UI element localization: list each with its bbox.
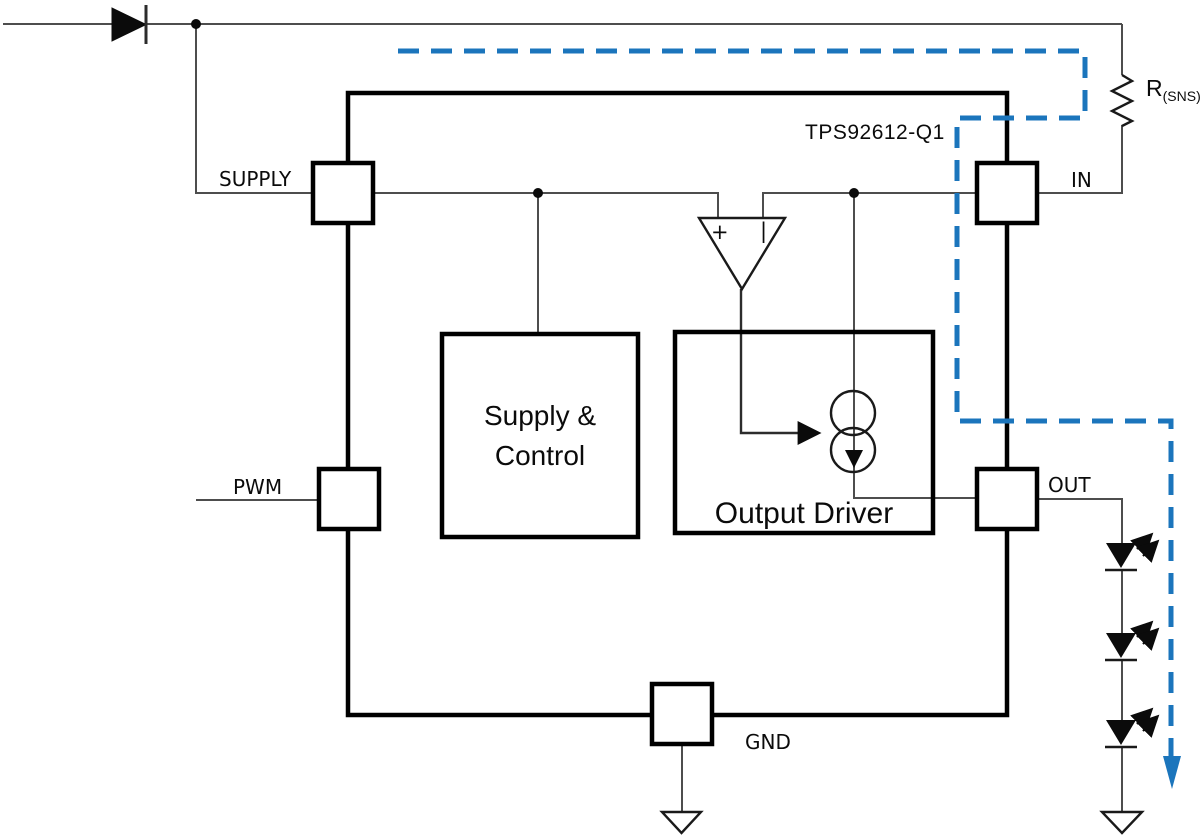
- sense-resistor-subscript: (SNS): [1162, 88, 1200, 104]
- pin-label-supply: SUPPLY: [219, 167, 292, 191]
- pin-label-gnd: GND: [745, 730, 791, 754]
- pin-box-group: [310, 160, 1040, 747]
- supply-control-block: [439, 331, 641, 540]
- junction-dot-current-source: [849, 188, 859, 198]
- supply-control-line2: Control: [494, 439, 586, 471]
- led-icon-2: [1105, 620, 1160, 662]
- output-driver-block: [672, 329, 936, 536]
- pin-box-pwm: [316, 466, 382, 532]
- internal-rail-right: [762, 192, 977, 218]
- pin-label-in: IN: [1071, 168, 1092, 192]
- output-driver-label: Output Driver: [714, 497, 894, 530]
- pin-box-in: [974, 160, 1040, 226]
- opamp-output-arrow: [739, 289, 822, 445]
- sense-resistor-label: R(SNS): [1146, 75, 1200, 104]
- junction-dot-supply-control: [533, 188, 543, 198]
- input-diode-icon: [111, 5, 148, 44]
- supply-pin-wire: [195, 24, 313, 194]
- pin-box-supply: [310, 160, 376, 226]
- current-path-dashed-line: [398, 48, 1174, 756]
- junction-dot-top: [191, 19, 201, 29]
- pin-box-out: [974, 466, 1040, 532]
- current-source-icon: [829, 389, 877, 474]
- pin-box-gnd: [649, 681, 715, 747]
- part-number-label: TPS92612-Q1: [805, 121, 945, 144]
- sense-resistor-name: R: [1146, 75, 1163, 101]
- current-source-wire: [853, 193, 977, 499]
- opamp-minus-label: |: [760, 219, 768, 243]
- out-wire: [1037, 498, 1123, 543]
- pin-label-out: OUT: [1048, 473, 1091, 497]
- supply-control-line1: Supply &: [483, 399, 597, 431]
- led-icon-1: [1105, 532, 1160, 572]
- wire-group: [3, 23, 1123, 812]
- current-path-arrowhead: [1163, 756, 1181, 789]
- supply-control-label: Supply & Control: [442, 334, 638, 537]
- pin-label-pwm: PWM: [233, 475, 283, 499]
- ground-icon-center: [659, 810, 704, 835]
- led-icon-3: [1105, 707, 1160, 749]
- sense-resistor-icon: [1109, 73, 1135, 128]
- opamp-icon: [696, 216, 788, 292]
- ground-icon-right: [1099, 810, 1145, 835]
- rsns-to-in-wire: [1038, 125, 1123, 194]
- internal-rail-left: [373, 192, 719, 218]
- opamp-plus-label: +: [711, 220, 729, 244]
